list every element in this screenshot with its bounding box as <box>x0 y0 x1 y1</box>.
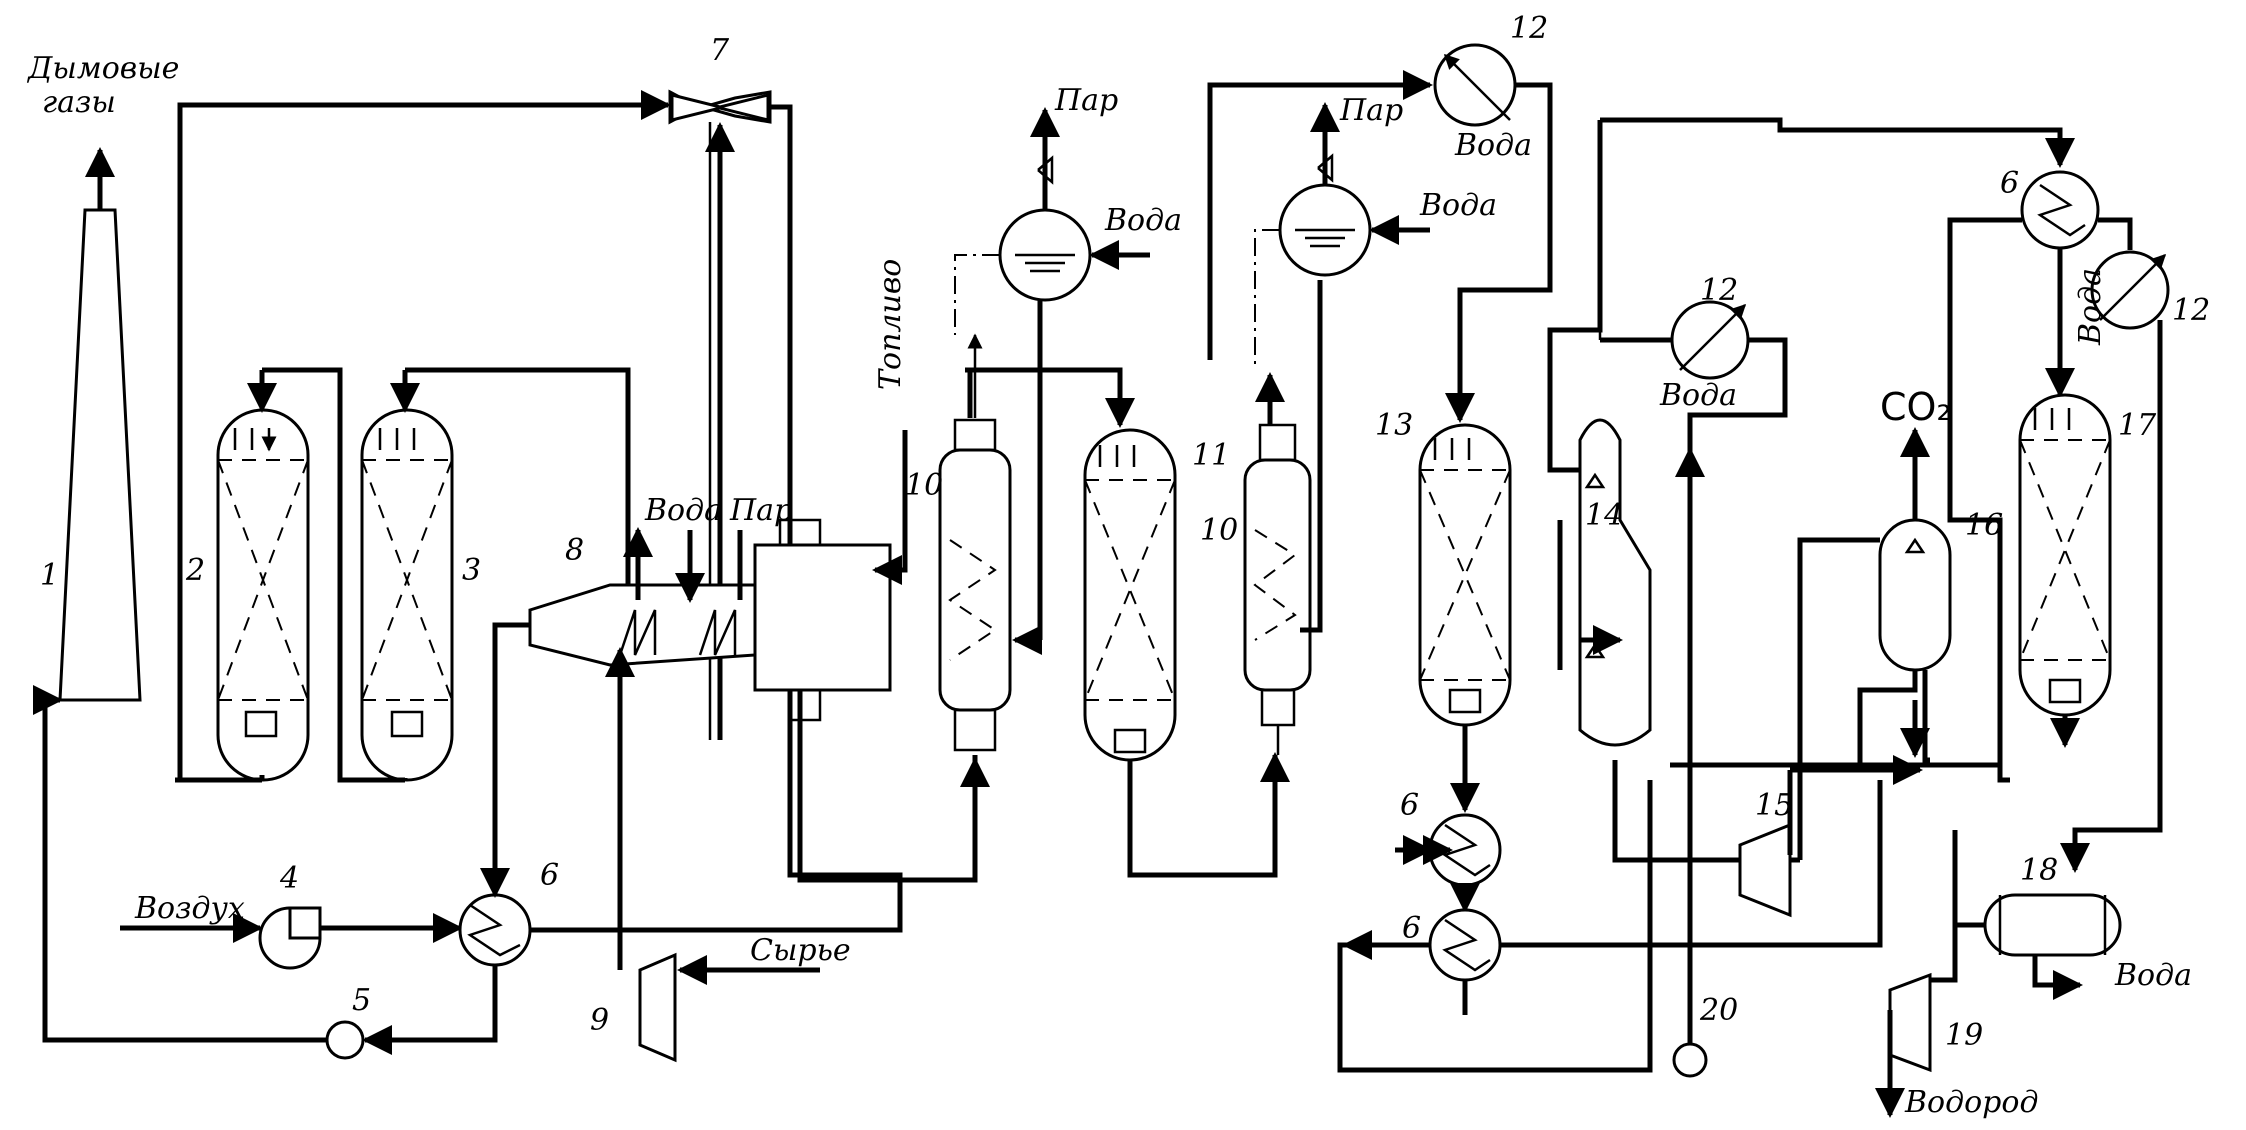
water-label-12c: Вода <box>2073 268 2108 346</box>
absorber-14: 14 <box>1578 418 1652 747</box>
steam-label-drum-b: Пар <box>1339 93 1403 128</box>
blower-4: 4 <box>258 861 322 970</box>
separator-18: 18 <box>1983 853 2122 957</box>
label-num-20: 20 <box>1699 993 1738 1028</box>
stripper-16: 16 <box>1878 508 2003 672</box>
reactor-13: 13 <box>1375 408 1512 727</box>
label-num-3: 3 <box>462 553 481 588</box>
water-label-18: Вода <box>2114 958 2192 993</box>
label-num-6a: 6 <box>540 858 559 893</box>
furnace-8: 8 <box>528 518 892 722</box>
adsorber-3: 3 <box>360 408 481 782</box>
label-num-10b: 10 <box>1200 513 1238 548</box>
steam-drum-a <box>998 208 1092 302</box>
label-num-1: 1 <box>40 558 59 593</box>
label-num-7: 7 <box>710 33 730 68</box>
water-label-12b: Вода <box>1659 378 1737 413</box>
label-num-10a: 10 <box>905 468 943 503</box>
label-num-13: 13 <box>1375 408 1413 443</box>
ejector-7: 7 <box>668 33 772 125</box>
water-label-drum-a: Вода <box>1104 203 1182 238</box>
adsorber-2: 2 <box>185 408 310 782</box>
label-num-9: 9 <box>590 1003 609 1038</box>
water-label-drum-b: Вода <box>1419 188 1497 223</box>
label-num-19: 19 <box>1945 1018 1983 1053</box>
steam-label-drum-a: Пар <box>1054 83 1118 118</box>
heat-exchanger-6b: 6 <box>1400 788 1502 887</box>
label-num-2: 2 <box>185 553 205 588</box>
label-num-4: 4 <box>279 861 299 896</box>
label-num-8: 8 <box>565 533 584 568</box>
label-num-12c: 12 <box>2172 293 2210 328</box>
label-num-15: 15 <box>1755 788 1793 823</box>
reactor-11: 11 <box>1083 428 1230 762</box>
label-num-11: 11 <box>1192 438 1230 473</box>
converter-10a: 10 <box>905 418 1012 752</box>
cooler-12a: 12 <box>1433 11 1548 127</box>
water-label-furnace: Вода <box>644 493 722 528</box>
air-label: Воздух <box>134 891 245 926</box>
label-num-12b: 12 <box>1700 273 1738 308</box>
feed-label: Сырье <box>750 933 851 968</box>
label-num-12a: 12 <box>1510 11 1548 46</box>
reactor-17: 17 <box>2018 393 2157 717</box>
hydrogen-label: Водород <box>1904 1085 2038 1120</box>
label-num-18: 18 <box>2020 853 2058 888</box>
heat-exchanger-6d: 6 <box>2000 166 2100 250</box>
label-num-5: 5 <box>352 983 371 1018</box>
steam-label-furnace: Пар <box>729 493 793 528</box>
label-num-6c: 6 <box>1402 911 1421 946</box>
label-num-17: 17 <box>2118 408 2157 443</box>
pump-5: 5 <box>325 983 371 1060</box>
compressor-19: 19 <box>1888 972 1983 1073</box>
label-num-6b: 6 <box>1400 788 1419 823</box>
flue-gas-label-1: Дымовые <box>26 51 179 86</box>
cooler-12c: 12 <box>2090 250 2210 330</box>
compressor-9: 9 <box>590 952 677 1063</box>
label-num-16: 16 <box>1965 508 2003 543</box>
water-label-12a: Вода <box>1454 128 1532 163</box>
stack-1: Дымовые газы 1 <box>26 51 179 702</box>
label-num-14: 14 <box>1585 498 1623 533</box>
fuel-label: Топливо <box>873 259 908 390</box>
heat-exchanger-6a: 6 <box>458 858 559 967</box>
converter-10b: 10 <box>1200 423 1312 727</box>
label-num-6d: 6 <box>2000 166 2019 201</box>
pump-20: 20 <box>1672 993 1738 1078</box>
steam-drum-b <box>1278 183 1372 277</box>
cooler-12b: 12 <box>1670 273 1750 380</box>
turbine-15: 15 <box>1738 788 1793 918</box>
flue-gas-label-2: газы <box>42 85 116 120</box>
co2-label: CO₂ <box>1880 385 1952 429</box>
